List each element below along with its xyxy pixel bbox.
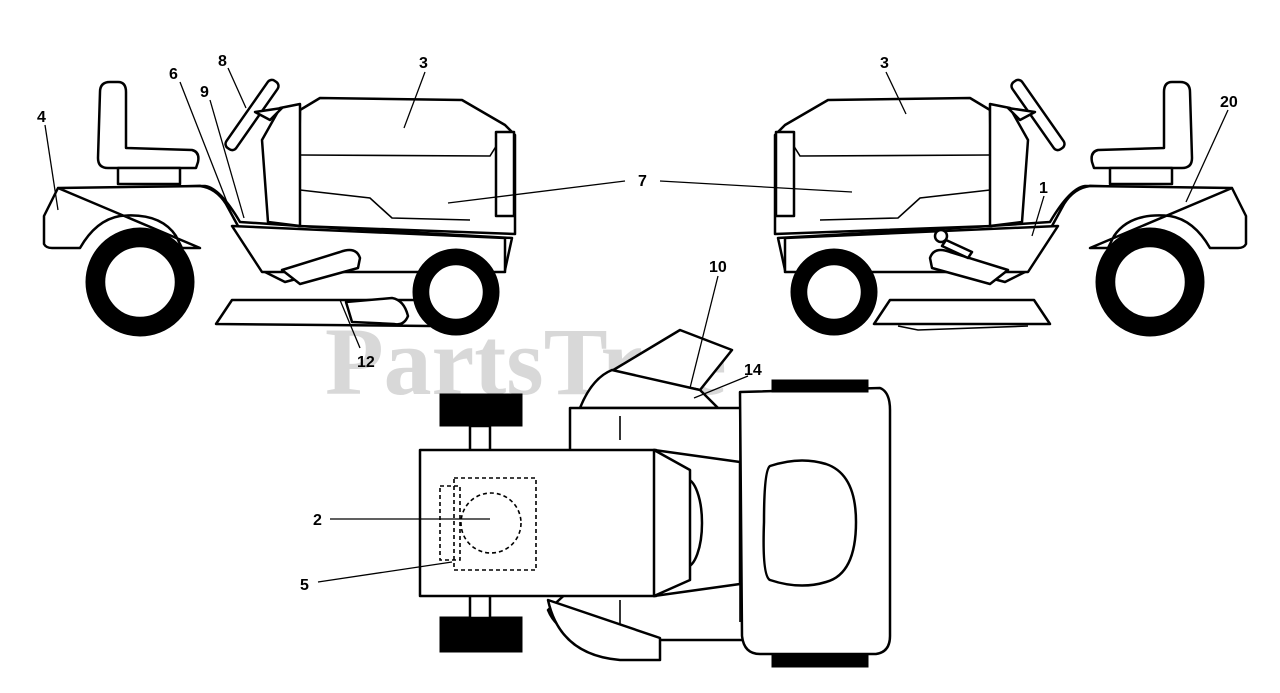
leader-1 [1031, 195, 1045, 237]
right-steering-column [1006, 106, 1037, 122]
callout-2: 2 [313, 512, 322, 529]
left-rear-rim [102, 244, 178, 320]
callout-10: 10 [709, 259, 727, 276]
left-seat [96, 80, 200, 170]
callout-4: 4 [37, 109, 46, 126]
top-axle-lower [468, 592, 492, 620]
top-rear-tire-upper [439, 393, 523, 427]
callout-9: 9 [200, 84, 209, 101]
left-front-rim [426, 262, 486, 322]
right-hood-crease [819, 189, 991, 221]
leader-4 [44, 124, 59, 211]
leader-8 [227, 67, 247, 109]
top-discharge-body [578, 368, 720, 410]
callout-20: 20 [1220, 94, 1238, 111]
leader-9 [209, 99, 245, 219]
left-side-view [42, 78, 517, 337]
top-decal-outline-square [453, 477, 537, 571]
top-deck-bottom [546, 598, 662, 662]
top-hood-vent [762, 459, 858, 587]
callout-1: 1 [1039, 180, 1048, 197]
top-front-bumper-upper [771, 379, 869, 393]
leader-5 [317, 561, 453, 583]
leader-20 [1185, 109, 1229, 203]
left-steering-wheel [224, 78, 280, 152]
left-seat-base [116, 166, 182, 186]
right-pedal [928, 248, 1010, 286]
top-decal-outline-rect [439, 485, 461, 561]
top-front-bumper-lower [771, 654, 869, 668]
right-grille [774, 130, 796, 218]
leader-3-left [403, 71, 426, 129]
leader-3-right [885, 71, 907, 115]
callout-8: 8 [218, 53, 227, 70]
right-seat-base [1108, 166, 1174, 186]
left-hood [296, 96, 517, 236]
top-decal-outline-circle [460, 492, 522, 554]
leader-10 [689, 275, 719, 389]
right-dash [988, 102, 1030, 228]
top-rear-fender [418, 448, 658, 598]
left-grille [494, 130, 516, 218]
right-hood [773, 96, 994, 236]
top-view [418, 328, 892, 668]
top-axle-upper [468, 424, 492, 454]
top-fender-shoulder [652, 448, 692, 598]
callout-3-right: 3 [880, 55, 889, 72]
right-rear-rim [1112, 244, 1188, 320]
left-hood-crease [299, 189, 471, 221]
callout-5: 5 [300, 577, 309, 594]
leader-14 [693, 375, 749, 399]
callout-14: 14 [744, 362, 762, 379]
right-front-rim [804, 262, 864, 322]
leader-lines [44, 67, 1229, 583]
left-dash [260, 102, 302, 228]
left-steering-column [253, 106, 284, 122]
top-rear-tire-lower [439, 616, 523, 653]
leader-7-right [659, 180, 853, 193]
right-side-view [773, 78, 1248, 337]
leader-7-left [447, 180, 626, 204]
right-deck-lever [933, 228, 974, 260]
leader-6 [179, 81, 235, 221]
right-steering-wheel [1010, 78, 1066, 152]
callout-7: 7 [638, 173, 647, 190]
left-discharge-chute [344, 296, 410, 326]
right-mower-deck [872, 298, 1052, 326]
callout-12: 12 [357, 354, 375, 371]
callout-6: 6 [169, 66, 178, 83]
callout-3-left: 3 [419, 55, 428, 72]
right-deck-lip [897, 325, 1029, 331]
leader-12 [339, 299, 361, 349]
callout-labels: 4 6 9 8 3 7 3 1 20 12 10 14 2 5 [37, 53, 1238, 594]
right-seat [1090, 80, 1194, 170]
left-pedal [280, 248, 362, 286]
